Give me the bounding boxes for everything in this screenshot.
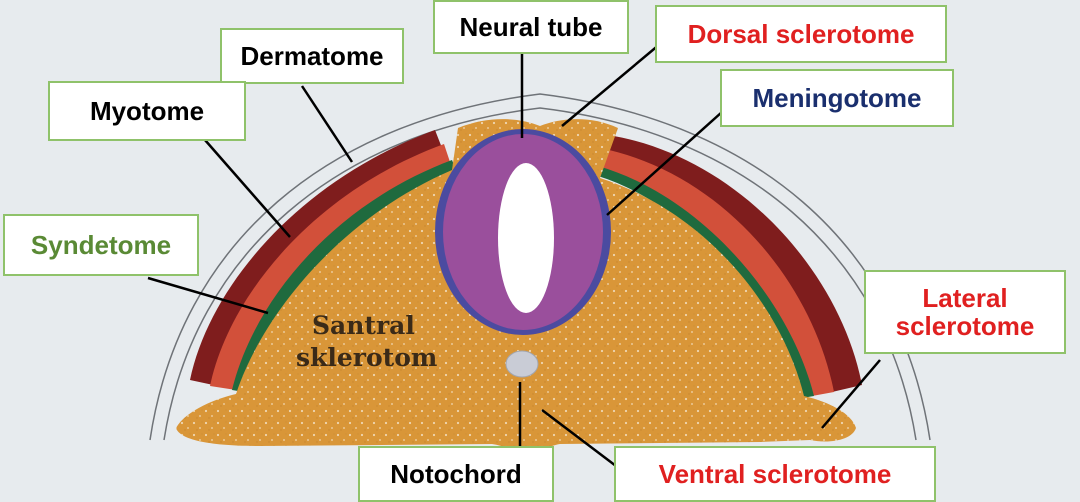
meningotome-label: Meningotome xyxy=(720,69,954,127)
santral-sklerotom-line1: Santral xyxy=(312,311,415,340)
notochord-label: Notochord xyxy=(358,446,554,502)
right-myotome-band xyxy=(600,148,834,396)
inner-outline-arc xyxy=(163,107,917,441)
leader-line-myotome xyxy=(204,139,291,238)
leader-line-syndetome xyxy=(147,276,269,315)
dermatome-label: Dermatome xyxy=(220,28,404,84)
notochord-shape xyxy=(505,350,539,378)
leader-line-dermatome xyxy=(300,85,354,163)
lateral-sclerotome-label: Lateral sclerotome xyxy=(864,270,1066,354)
left-myotome-band xyxy=(210,144,450,390)
neural-tube-label: Neural tube xyxy=(433,0,629,54)
leader-line-ventral-sclerotome xyxy=(541,409,617,467)
dorsal-sclerotome-label: Dorsal sclerotome xyxy=(655,5,947,63)
santral-sklerotom-line2: sklerotom xyxy=(296,343,437,372)
leader-line-lateral-sclerotome xyxy=(821,359,881,429)
leader-line-meningotome xyxy=(606,111,723,216)
leader-line-dorsal-sclerotome xyxy=(561,43,661,127)
myotome-label: Myotome xyxy=(48,81,246,141)
neural-canal xyxy=(498,163,554,313)
syndetome-label: Syndetome xyxy=(3,214,199,276)
ventral-sclerotome-label: Ventral sclerotome xyxy=(614,446,936,502)
